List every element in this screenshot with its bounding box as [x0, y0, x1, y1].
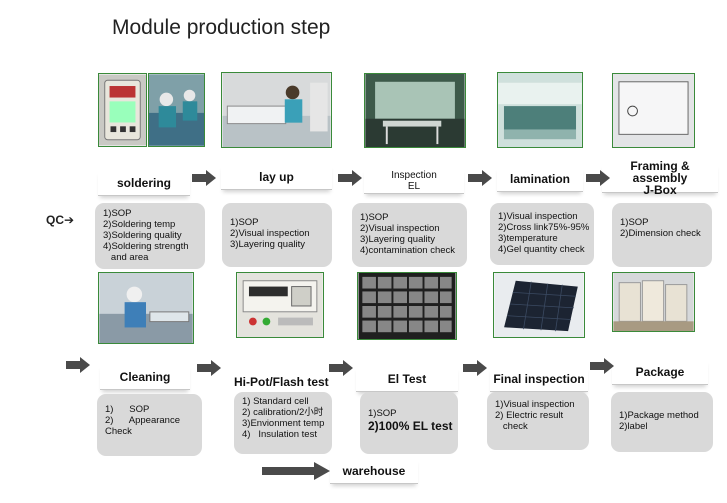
- stage-warehouse-label: warehouse: [342, 463, 406, 478]
- qc-item: 2)100% EL test: [368, 419, 453, 433]
- qc-item: 1)SOP: [620, 217, 649, 228]
- qc-item: 1) Standard cell: [242, 396, 309, 407]
- arrow-right-icon: [329, 360, 353, 376]
- arrow-right-icon: [192, 170, 216, 186]
- qc-box-lay-up: 1)SOP 2)Visual inspection 3)Layering qua…: [222, 203, 332, 267]
- stage-jbox-label: J-Box: [643, 182, 677, 197]
- stage-cleaning-label: Cleaning: [119, 369, 171, 384]
- stage-hipot-label: Hi-Pot/Flash test: [234, 375, 329, 389]
- qc-box-package: 1)Package method 2)label: [611, 392, 713, 452]
- qc-item: 1)SOP: [103, 208, 132, 219]
- qc-item: 2)Cross link75%-95%: [498, 222, 590, 233]
- inspection-el-photo: [364, 73, 466, 148]
- qc-box-lamination: 1)Visual inspection 2)Cross link75%-95% …: [490, 203, 594, 265]
- stage-warehouse: warehouse: [330, 458, 418, 484]
- arrow-right-icon: [197, 360, 221, 376]
- qc-item: 4)Soldering strength: [103, 241, 189, 252]
- hipot-flash-tester-photo: [236, 272, 324, 338]
- stage-inspection-el: Inspection EL: [364, 168, 464, 194]
- qc-item: 2) Electric result: [495, 410, 564, 421]
- qc-item: 4)Gel quantity check: [498, 244, 585, 255]
- qc-item: Check: [105, 426, 132, 437]
- arrow-right-icon: [66, 357, 90, 373]
- stage-lay-up: lay up: [221, 164, 332, 190]
- qc-item: 2)Dimension check: [620, 228, 701, 239]
- arrow-right-icon: [338, 170, 362, 186]
- page-title: Module production step: [112, 16, 331, 39]
- qc-label: QC➔: [46, 213, 75, 227]
- qc-item: 4) Insulation test: [242, 429, 317, 440]
- arrow-right-icon: [262, 462, 330, 480]
- qc-item: and area: [103, 252, 149, 263]
- layup-photo: [221, 72, 332, 148]
- arrow-right-icon: [463, 360, 487, 376]
- soldering-workers-photo: [148, 73, 205, 147]
- qc-box-cleaning: 1) SOP 2) Appearance Check: [97, 394, 202, 456]
- qc-box-hipot: 1) Standard cell 2) calibration/2小时 3)En…: [234, 392, 332, 454]
- qc-item: 2)label: [619, 421, 648, 432]
- el-test-photo: [357, 272, 457, 340]
- stage-el-test: El Test: [356, 366, 458, 392]
- stage-el-label: EL: [407, 180, 421, 192]
- qc-item: 2)Visual inspection: [360, 223, 440, 234]
- qc-item: 1)Package method: [619, 410, 699, 421]
- qc-item: 2) calibration/2小时: [242, 407, 324, 418]
- stage-package-label: Package: [635, 364, 685, 379]
- stage-inspection-label: Inspection: [391, 169, 437, 181]
- stage-lay-up-label: lay up: [259, 169, 294, 184]
- qc-item: 3)Layering quality: [360, 234, 435, 245]
- qc-box-soldering: 1)SOP 2)Soldering temp 3)Soldering quali…: [95, 203, 205, 269]
- qc-item: 2) Appearance: [105, 415, 180, 426]
- qc-item: 1) SOP: [105, 404, 150, 415]
- qc-box-inspection: 1)SOP 2)Visual inspection 3)Layering qua…: [352, 203, 467, 267]
- stage-framing-label: Framing & assembly: [630, 158, 690, 185]
- soldering-machine-photo: [98, 73, 147, 147]
- stage-framing: Framing & assembly J-Box: [602, 158, 718, 197]
- lamination-photo: [497, 72, 583, 148]
- stage-lamination-label: lamination: [509, 171, 570, 186]
- stage-final-inspection-label: Final inspection: [493, 371, 585, 386]
- qc-item: 1)Visual inspection: [498, 211, 578, 222]
- stage-soldering-label: soldering: [116, 175, 171, 190]
- arrow-right-icon: [590, 358, 614, 374]
- qc-box-final-inspection: 1)Visual inspection 2) Electric result c…: [487, 392, 589, 450]
- package-photo: [612, 272, 695, 332]
- qc-item: check: [495, 421, 528, 432]
- stage-package: Package: [612, 359, 708, 385]
- stage-soldering: soldering: [98, 170, 190, 196]
- stage-el-test-label: El Test: [387, 371, 427, 386]
- stage-cleaning: Cleaning: [100, 364, 190, 390]
- arrow-right-icon: [468, 170, 492, 186]
- qc-box-el-test: 1)SOP 2)100% EL test: [360, 392, 458, 454]
- qc-item: 4)contamination check: [360, 245, 456, 256]
- framing-photo: [612, 73, 695, 148]
- qc-item: 1)SOP: [360, 212, 389, 223]
- qc-item: 2)Visual inspection: [230, 228, 310, 239]
- qc-item: 3)Layering quality: [230, 239, 305, 250]
- arrow-right-icon: [586, 170, 610, 186]
- qc-item: 3)Envionment temp: [242, 418, 325, 429]
- qc-item: 1)SOP: [230, 217, 259, 228]
- qc-item: 3)Soldering quality: [103, 230, 182, 241]
- stage-lamination: lamination: [497, 166, 583, 192]
- qc-item: 1)Visual inspection: [495, 399, 575, 410]
- qc-item: 2)Soldering temp: [103, 219, 176, 230]
- final-inspection-photo: [493, 272, 585, 338]
- qc-item: 1)SOP: [368, 408, 397, 419]
- qc-item: 3)temperature: [498, 233, 558, 244]
- stage-final-inspection: Final inspection: [490, 366, 588, 392]
- cleaning-photo: [98, 272, 194, 344]
- qc-box-framing: 1)SOP 2)Dimension check: [612, 203, 712, 267]
